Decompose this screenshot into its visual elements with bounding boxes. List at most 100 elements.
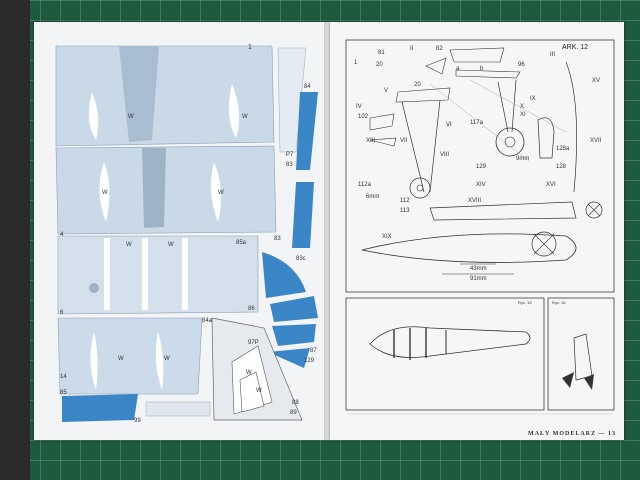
part-sketch-ii — [449, 47, 505, 63]
strip-99 — [145, 401, 211, 417]
wheel-small — [409, 177, 431, 199]
label-97p: 97P — [248, 340, 259, 346]
strut-legs — [401, 99, 441, 193]
wing-shade-top — [119, 46, 159, 142]
w-mark-1: W — [128, 114, 134, 120]
strip-2 — [142, 238, 148, 310]
label-xiii: XIII — [366, 138, 376, 144]
tail-cutout-left — [90, 332, 98, 390]
label-p7: P7 — [286, 152, 294, 158]
w-mark-3: W — [102, 190, 108, 196]
label-99: 99 — [134, 418, 141, 424]
label-113: 113 — [400, 208, 410, 214]
w-mark-5: W — [126, 242, 132, 248]
label-9mm: 9mm — [516, 156, 530, 162]
label-b: b — [480, 66, 484, 72]
label-83c: 83c — [296, 256, 306, 262]
fuselage-shade — [142, 148, 166, 228]
tank-end-view — [585, 201, 603, 219]
label-83-b: 83 — [274, 236, 281, 242]
label-81: 81 — [378, 50, 385, 56]
drop-tank — [429, 201, 577, 221]
label-82: 82 — [436, 46, 443, 52]
label-129: 129 — [476, 164, 487, 170]
diagram-frame — [345, 39, 615, 293]
label-20-b: 20 — [414, 82, 421, 88]
wheel-small-hub — [416, 184, 424, 192]
fuel-tank — [361, 233, 577, 263]
label-xvi: XVI — [546, 182, 556, 188]
blue-fan-3 — [272, 324, 316, 346]
wing-cutout-left — [88, 92, 99, 140]
label-43mm: 43mm — [470, 266, 487, 272]
blue-fan-1 — [262, 252, 306, 298]
ryc15-frame — [345, 297, 545, 411]
tank-end-cross — [587, 203, 601, 217]
wing-cutout-right — [228, 84, 240, 138]
label-ii: II — [410, 46, 414, 52]
label-iii: III — [550, 52, 556, 58]
tail-panel — [57, 317, 203, 395]
right-page: ARK. 12 1 81 20 II 82 a b 96 III XV IV V… — [330, 22, 624, 440]
label-a: a — [456, 66, 460, 72]
w-mark-10: W — [256, 388, 262, 394]
part-number-top: 1 — [248, 44, 252, 51]
label-xix: XIX — [382, 234, 392, 240]
fuselage-cutout-right — [210, 162, 222, 222]
label-x: X — [520, 104, 525, 110]
lower-panel — [57, 235, 259, 315]
part-sketch-82 — [425, 57, 447, 75]
part-xiii — [369, 137, 397, 147]
sheet-label: ARK. 12 — [562, 44, 589, 51]
label-1: 1 — [354, 60, 358, 66]
label-129: 129 — [304, 358, 315, 364]
seat-back — [573, 333, 593, 381]
w-mark-6: W — [168, 242, 174, 248]
label-112: 112 — [400, 198, 410, 204]
label-128: 128 — [556, 164, 567, 170]
label-vii: VII — [400, 138, 408, 144]
wing-panel-top — [55, 45, 275, 147]
blue-part-85 — [62, 394, 138, 422]
main-gear-strut — [497, 79, 517, 133]
table-edge — [0, 0, 30, 480]
part-sketch-96 — [455, 69, 521, 79]
label-xvii: XVII — [590, 138, 602, 144]
label-83: 83 — [286, 162, 293, 168]
label-112a: 112a — [358, 182, 371, 188]
label-xviii: XVIII — [468, 198, 482, 204]
tail-cutout-right — [155, 332, 164, 390]
label-84a: 84a — [202, 318, 213, 324]
label-ix: IX — [530, 96, 536, 102]
strip-1 — [104, 238, 110, 310]
label-88: 88 — [292, 400, 299, 406]
label-6: 6 — [60, 310, 64, 316]
text-column-1 — [348, 418, 408, 436]
label-117a: 117a — [470, 120, 483, 126]
label-xi: XI — [520, 112, 526, 118]
label-89: 89 — [290, 410, 297, 416]
main-wheel — [495, 127, 525, 157]
frame-window-2 — [239, 371, 265, 413]
label-85: 85 — [60, 390, 67, 396]
label-96: 96 — [518, 62, 525, 68]
label-85a: 85a — [236, 240, 247, 246]
w-mark-7: W — [118, 356, 124, 362]
figure-15-label: Ryc. 15 — [518, 300, 532, 305]
assembly-diagrams — [345, 39, 615, 415]
page-footer: MAŁY MODELARZ — 13 — [528, 431, 616, 437]
blue-fan-2 — [270, 296, 318, 322]
w-mark-4: W — [218, 190, 224, 196]
w-mark-9: W — [246, 370, 252, 376]
paper-model-parts — [55, 45, 318, 422]
curved-part-xv — [565, 61, 578, 193]
label-20: 20 — [376, 62, 383, 68]
fuselage-panel — [55, 145, 277, 235]
fuselage-cutaway — [369, 326, 531, 358]
blue-fan-4 — [268, 348, 310, 368]
label-91mm: 91mm — [470, 276, 487, 282]
strut-plate — [395, 87, 451, 103]
leader-line-2 — [429, 83, 531, 163]
label-14: 14 — [60, 374, 67, 380]
w-mark-8: W — [164, 356, 170, 362]
